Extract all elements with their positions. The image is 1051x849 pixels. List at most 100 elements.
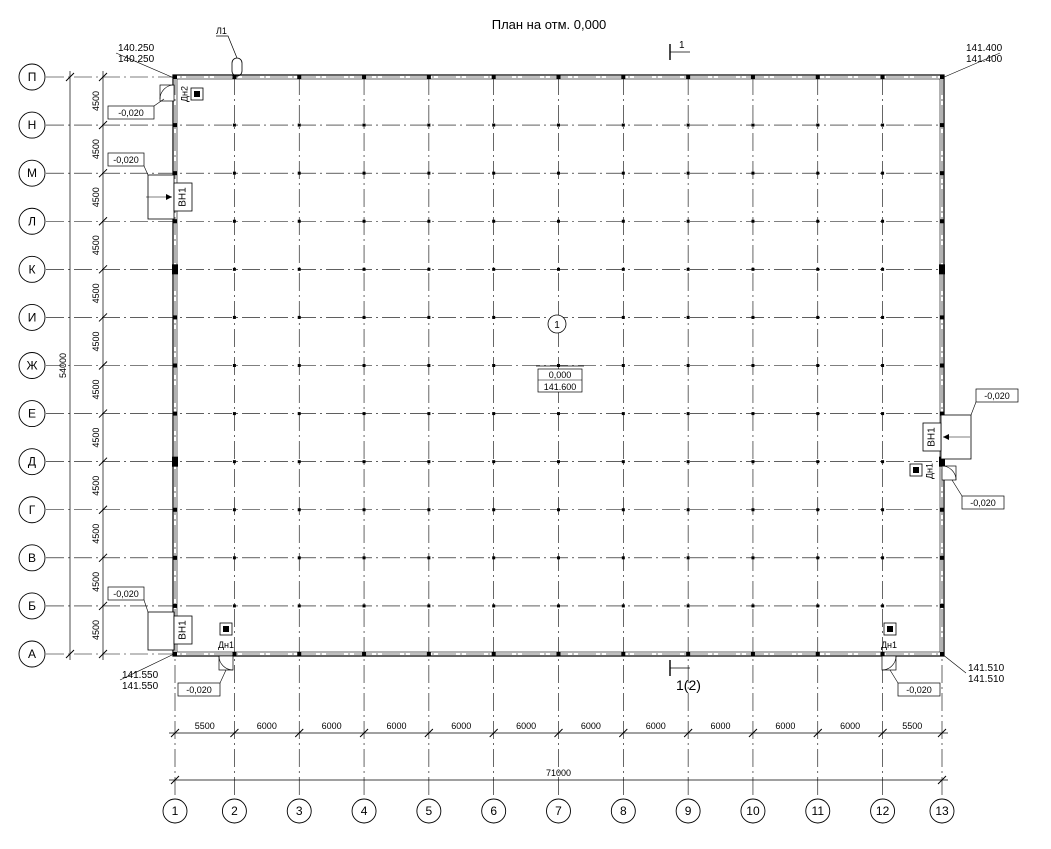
- column-5-Е: [427, 412, 431, 416]
- column-7-Е: [557, 412, 560, 416]
- dim-tick-bay-12: [878, 728, 887, 738]
- axis-label-col-2: 2: [231, 804, 238, 818]
- center-abs-elevation: 141.600: [544, 382, 577, 392]
- dim-tick-bay-7: [554, 728, 563, 738]
- corner-elevation-bottom-right: 141.510 141.510: [941, 653, 1005, 685]
- elev-br-2: 141.510: [968, 674, 1005, 685]
- axis-bubble-row-М: [18, 159, 46, 187]
- axis-label-row-В: В: [28, 551, 36, 565]
- column-7-Б: [557, 604, 560, 608]
- dim-tick-row-П: [98, 72, 108, 82]
- column-8-П: [621, 75, 626, 79]
- column-12-Г: [881, 508, 885, 512]
- dim-bay-2-3: 6000: [257, 721, 277, 731]
- axis-bubble-col-11: [805, 798, 831, 824]
- column-8-К: [621, 267, 625, 271]
- axis-label-row-Д: Д: [28, 455, 36, 469]
- column-10-Л: [751, 219, 755, 223]
- column-13-Н: [940, 123, 944, 128]
- door-bottom-right-mark: -0,020: [906, 685, 932, 695]
- axis-bubble-row-Л: [18, 207, 46, 235]
- corner-elevation-top-right: 141.400 141.400: [941, 43, 1003, 79]
- dim-row-В-Г: 4500: [91, 524, 101, 544]
- dim-row-М-Н: 4500: [91, 139, 101, 159]
- axis-label-col-8: 8: [620, 804, 627, 818]
- column-1-Г: [173, 507, 177, 512]
- column-3-Ж: [297, 364, 301, 367]
- dim-total-width: 71000: [546, 768, 571, 778]
- dim-tick-total-height-1: [65, 649, 75, 659]
- column-11-А: [815, 652, 820, 656]
- column-4-Г: [362, 508, 366, 512]
- column-12-В: [881, 556, 885, 560]
- dim-bay-7-8: 6000: [581, 721, 601, 731]
- axis-bubble-row-И: [18, 303, 46, 331]
- entry-left-upper-mark: -0,020: [113, 155, 139, 165]
- column-8-Б: [621, 604, 625, 608]
- axis-label-row-Б: Б: [28, 599, 36, 613]
- column-1-Н: [173, 123, 177, 128]
- column-5-Л: [427, 219, 431, 223]
- door-bottom-left-mark: -0,020: [186, 685, 212, 695]
- axis-bubble-col-3: [286, 798, 312, 824]
- axis-bubble-row-П: [18, 63, 46, 91]
- column-5-М: [427, 171, 431, 175]
- column-2-Ж: [232, 364, 236, 367]
- dim-bay-9-10: 6000: [711, 721, 731, 731]
- column-6-Н: [492, 123, 496, 127]
- column-7-Г: [557, 508, 560, 512]
- column-8-Л: [621, 219, 625, 223]
- column-10-Б: [751, 604, 755, 608]
- column-4-П: [362, 75, 367, 79]
- column-1-В: [173, 555, 177, 560]
- axis-label-row-П: П: [28, 70, 37, 84]
- column-4-Е: [362, 412, 366, 416]
- column-11-И: [816, 315, 820, 319]
- column-3-Н: [297, 123, 301, 127]
- column-6-К: [492, 267, 496, 271]
- column-6-П: [491, 75, 496, 79]
- dim-tick-row-И: [98, 313, 108, 322]
- column-3-Л: [297, 219, 301, 223]
- column-3-П: [297, 75, 302, 79]
- column-13-Б: [940, 603, 944, 608]
- column-11-Б: [816, 604, 820, 608]
- column-2-К: [232, 267, 236, 271]
- dim-row-Е-Ж: 4500: [91, 380, 101, 400]
- axis-label-col-1: 1: [172, 804, 179, 818]
- column-7-М: [557, 171, 560, 175]
- column-9-Б: [686, 604, 690, 608]
- column-8-Н: [621, 123, 625, 127]
- door-right-label: Дн1: [924, 463, 934, 479]
- section-mark-top-label: 1: [679, 40, 685, 51]
- column-4-К: [362, 267, 366, 271]
- column-5-Ж: [427, 364, 431, 367]
- dim-tick-row-Г: [98, 505, 108, 515]
- wall-column-left-К: [172, 264, 178, 275]
- column-12-К: [881, 267, 885, 271]
- dim-bay-10-11: 6000: [775, 721, 795, 731]
- column-9-Л: [686, 219, 690, 223]
- elev-bl-2: 141.550: [122, 681, 159, 692]
- column-9-А: [686, 652, 691, 656]
- dim-row-Д-Е: 4500: [91, 428, 101, 448]
- column-12-П: [880, 75, 885, 79]
- axis-bubble-row-Ж: [18, 352, 46, 379]
- axis-bubble-col-10: [740, 798, 766, 824]
- column-2-Е: [232, 412, 236, 416]
- dim-tick-row-Л: [98, 216, 108, 226]
- entry-left-lower: ВН1 -0,020: [107, 586, 193, 651]
- axis-bubble-col-13: [929, 798, 955, 824]
- dim-tick-row-К: [98, 264, 108, 274]
- dim-tick-row-Е: [98, 409, 108, 418]
- column-12-Н: [881, 123, 885, 127]
- entry-left-upper-label: ВН1: [178, 187, 189, 207]
- column-2-В: [232, 556, 236, 560]
- column-10-Г: [751, 508, 755, 512]
- column-9-К: [686, 267, 690, 271]
- dim-bay-3-4: 6000: [322, 721, 342, 731]
- dim-tick-total-width-1: [937, 775, 947, 785]
- column-2-Д: [232, 460, 236, 464]
- column-4-Ж: [362, 364, 366, 367]
